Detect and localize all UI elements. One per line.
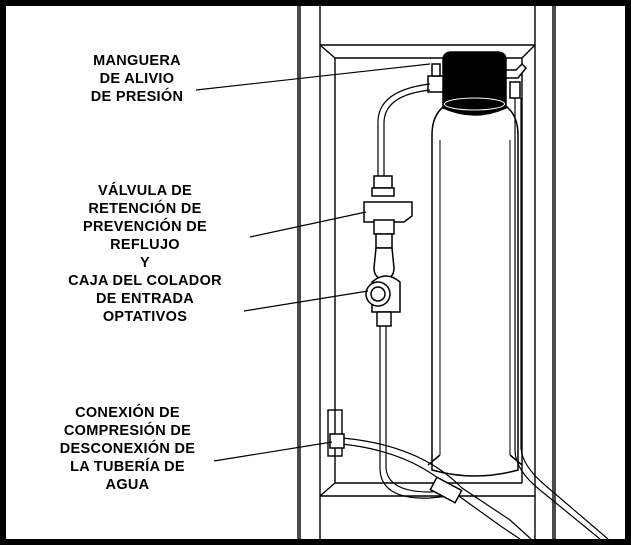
- label-line: Y: [140, 255, 150, 271]
- check-valve-assembly: [363, 175, 413, 327]
- label-line: PREVENCIÓN DE: [83, 219, 207, 235]
- tubing: [329, 83, 609, 540]
- label-line: LA TUBERÍA DE: [70, 459, 185, 475]
- label-pressure-relief-hose: MANGUERA DE ALIVIO DE PRESIÓN: [62, 52, 212, 106]
- label-line: DE PRESIÓN: [90, 89, 184, 105]
- label-line: CAJA DEL COLADOR: [68, 273, 222, 289]
- label-compression-fitting: CONEXIÓN DE COMPRESIÓN DE DESCONEXIÓN DE…: [20, 404, 235, 494]
- leader-strainer: [243, 290, 369, 312]
- label-line: VÁLVULA DE: [97, 183, 193, 199]
- label-line: OPTATIVOS: [102, 309, 188, 325]
- label-line: MANGUERA: [93, 53, 181, 69]
- leader-lines: [195, 63, 431, 462]
- filter-tank: [427, 51, 528, 477]
- cabinet: [297, 6, 556, 539]
- leader-compression: [213, 441, 333, 462]
- label-line: DE ENTRADA: [95, 291, 195, 307]
- leader-pressure-hose: [195, 63, 431, 91]
- leader-check-valve: [249, 211, 367, 238]
- label-line: AGUA: [105, 477, 150, 493]
- label-line: COMPRESIÓN DE: [63, 423, 192, 439]
- label-line: DESCONEXIÓN DE: [59, 441, 196, 457]
- label-line: DE ALIVIO: [99, 71, 175, 87]
- label-line: RETENCIÓN DE: [88, 201, 202, 217]
- label-line: REFLUJO: [110, 237, 180, 253]
- label-line: CONEXIÓN DE: [75, 405, 180, 421]
- label-check-valve-strainer: VÁLVULA DE RETENCIÓN DE PREVENCIÓN DE RE…: [40, 182, 250, 326]
